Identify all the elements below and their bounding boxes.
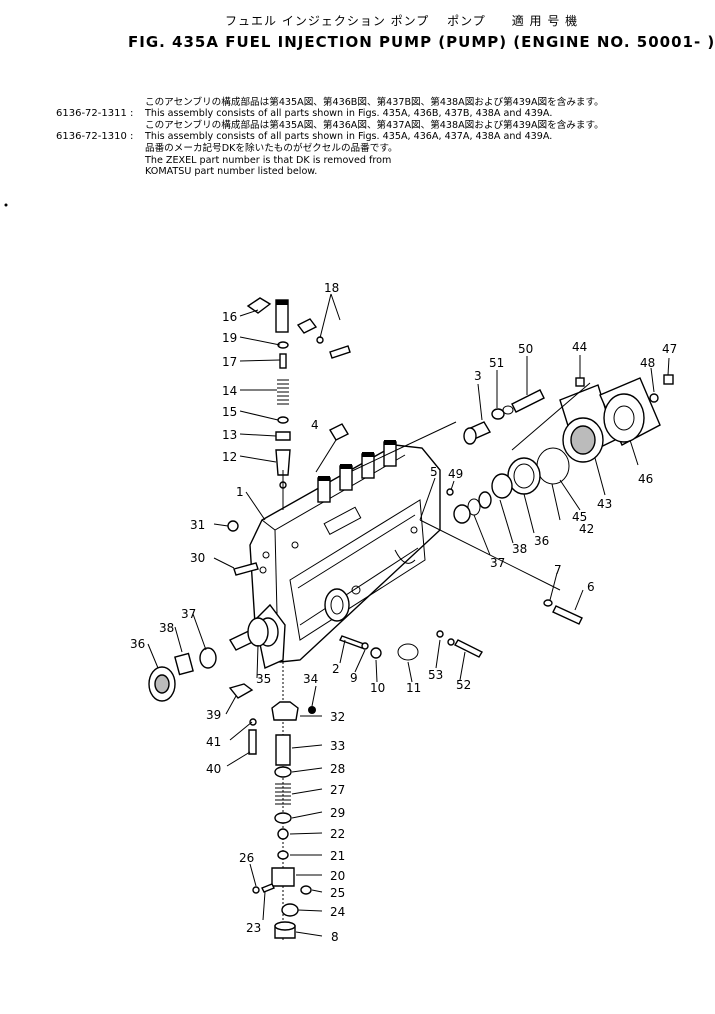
leader-lines xyxy=(147,293,670,937)
left-side-parts xyxy=(148,520,269,755)
bottom-parts-stack xyxy=(252,662,316,940)
callout-18: 18 xyxy=(324,281,339,295)
callout-2: 2 xyxy=(332,662,340,676)
callout-7: 7 xyxy=(554,563,562,577)
callout-43: 43 xyxy=(597,497,612,511)
right-side-parts xyxy=(351,374,674,625)
part-number-1310: 6136-72-1310 : xyxy=(56,131,134,142)
callout-38-right: 38 xyxy=(512,542,527,556)
callout-50: 50 xyxy=(518,342,533,356)
japanese-figure-title: フュエル インジェクション ポンプ ポンプ 適 用 号 機 xyxy=(225,14,579,28)
callout-45: 45 xyxy=(572,510,587,524)
callout-31: 31 xyxy=(190,518,205,532)
note-line-en-2: This assembly consists of all parts show… xyxy=(145,131,553,142)
callout-32: 32 xyxy=(330,710,345,724)
callout-16: 16 xyxy=(222,310,237,324)
callout-20: 20 xyxy=(330,869,345,883)
callout-47: 47 xyxy=(662,342,677,356)
callout-21: 21 xyxy=(330,849,345,863)
callout-37-left: 37 xyxy=(181,607,196,621)
part-4-plug xyxy=(329,423,349,441)
callout-33: 33 xyxy=(330,739,345,753)
callout-14: 14 xyxy=(222,384,237,398)
part-number-1311: 6136-72-1311 : xyxy=(56,108,134,119)
figure-title: FIG. 435A FUEL INJECTION PUMP (PUMP) (EN… xyxy=(128,33,715,51)
callout-38-left: 38 xyxy=(159,621,174,635)
callout-25: 25 xyxy=(330,886,345,900)
callout-44: 44 xyxy=(572,340,587,354)
callout-3: 3 xyxy=(474,369,482,383)
callout-46: 46 xyxy=(638,472,653,486)
callout-23: 23 xyxy=(246,921,261,935)
callout-49: 49 xyxy=(448,467,463,481)
callout-9: 9 xyxy=(350,671,358,685)
callout-8: 8 xyxy=(331,930,339,944)
stray-dot xyxy=(4,203,8,207)
callout-11: 11 xyxy=(406,681,421,695)
callout-37-right: 37 xyxy=(490,556,505,570)
callout-15: 15 xyxy=(222,405,237,419)
callout-40: 40 xyxy=(206,762,221,776)
callout-28: 28 xyxy=(330,762,345,776)
exploded-parts-diagram: 1 2 3 4 5 6 7 8 9 10 11 12 13 14 15 16 1… xyxy=(4,203,677,944)
callout-22: 22 xyxy=(330,827,345,841)
callout-6: 6 xyxy=(587,580,595,594)
callout-19: 19 xyxy=(222,331,237,345)
callout-17: 17 xyxy=(222,355,237,369)
delivery-valve-holders xyxy=(317,440,397,503)
callout-1: 1 xyxy=(236,485,244,499)
note-line-en-1: This assembly consists of all parts show… xyxy=(145,108,553,119)
callout-48: 48 xyxy=(640,356,655,370)
note-line-en-3: The ZEXEL part number is that DK is remo… xyxy=(145,155,392,166)
callout-42: 42 xyxy=(579,522,594,536)
callout-39: 39 xyxy=(206,708,221,722)
callout-30: 30 xyxy=(190,551,205,565)
callout-labels: 1 2 3 4 5 6 7 8 9 10 11 12 13 14 15 16 1… xyxy=(130,281,677,944)
note-line-en-4: KOMATSU part number listed below. xyxy=(145,166,318,177)
callout-36-left: 36 xyxy=(130,637,145,651)
callout-29: 29 xyxy=(330,806,345,820)
pump-housing xyxy=(249,440,441,669)
callout-10: 10 xyxy=(370,681,385,695)
callout-13: 13 xyxy=(222,428,237,442)
callout-26: 26 xyxy=(239,851,254,865)
callout-53: 53 xyxy=(428,668,443,682)
lower-right-parts xyxy=(339,630,483,661)
callout-34: 34 xyxy=(303,672,318,686)
callout-41: 41 xyxy=(206,735,221,749)
callout-24: 24 xyxy=(330,905,345,919)
callout-4: 4 xyxy=(311,418,319,432)
callout-5: 5 xyxy=(430,465,438,479)
callout-51: 51 xyxy=(489,356,504,370)
note-line-jp-1: このアセンブリの構成部品は第435A図、第436B図、第437B図、第438A図… xyxy=(145,97,604,108)
note-line-jp-2: このアセンブリの構成部品は第435A図、第436A図、第437A図、第438A図… xyxy=(145,120,604,131)
callout-35: 35 xyxy=(256,672,271,686)
callout-36-right: 36 xyxy=(534,534,549,548)
top-parts-stack xyxy=(246,297,351,510)
callout-12: 12 xyxy=(222,450,237,464)
callout-27: 27 xyxy=(330,783,345,797)
note-line-jp-3: 品番のメーカ記号DKを除いたものがゼクセルの品番です。 xyxy=(145,143,398,154)
callout-52: 52 xyxy=(456,678,471,692)
